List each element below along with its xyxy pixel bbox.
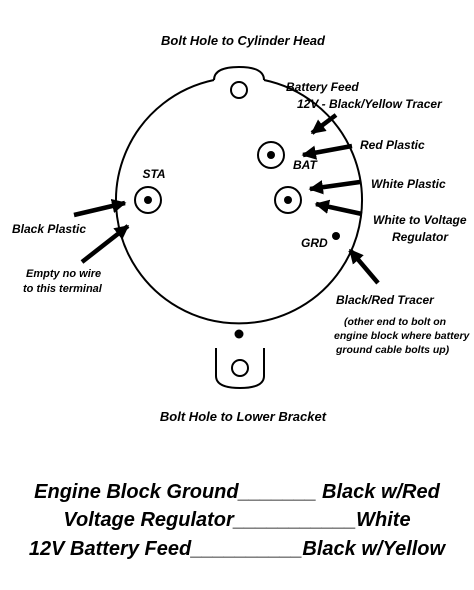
battery-feed-arrow: [310, 113, 338, 135]
bottom-mounting-ear: [215, 348, 265, 390]
title-top: Bolt Hole to Cylinder Head: [161, 33, 326, 48]
red-plastic-label: Red Plastic: [360, 138, 425, 152]
red-plastic-arrow: [301, 143, 353, 160]
black-plastic-label: Black Plastic: [12, 222, 86, 236]
alternator-housing: [115, 65, 363, 390]
empty-terminal-label: Empty no wire: [26, 268, 101, 280]
white-to-vr-label-2: Regulator: [392, 230, 449, 244]
white-to-vr-label: White to Voltage: [373, 213, 467, 227]
grd-label: GRD: [301, 236, 328, 250]
battery-feed-wire-label: 12V - Black/Yellow Tracer: [297, 97, 443, 111]
white-plastic-arrow: [308, 179, 361, 195]
white-to-vr-arrow: [314, 199, 363, 217]
empty-terminal-label-2: to this terminal: [23, 283, 103, 295]
white-plastic-label: White Plastic: [371, 177, 446, 191]
white-terminal: [274, 186, 302, 214]
ground-note-line-1: (other end to bolt on: [344, 316, 446, 328]
legend-line-battery: 12V Battery Feed__________Black w/Yellow: [29, 538, 447, 560]
bat-terminal: [257, 141, 285, 169]
grd-terminal-dot: [332, 232, 340, 240]
battery-feed-label: Battery Feed: [286, 80, 359, 94]
wire-legend: Engine Block Ground_______ Black w/Red V…: [29, 481, 447, 560]
ground-arrow: [348, 248, 380, 285]
legend-line-ground: Engine Block Ground_______ Black w/Red: [34, 481, 440, 503]
bat-label: BAT: [293, 158, 318, 172]
top-bolt-hole: [230, 81, 248, 99]
ground-note-line-3: ground cable bolts up): [335, 344, 450, 356]
black-red-tracer-label: Black/Red Tracer: [336, 293, 435, 307]
top-mounting-ear: [213, 65, 265, 81]
legend-line-regulator: Voltage Regulator___________White: [63, 509, 410, 531]
empty-terminal-arrow: [80, 224, 130, 264]
sta-terminal: [134, 186, 162, 214]
bottom-bolt-hole: [231, 359, 249, 377]
title-bottom: Bolt Hole to Lower Bracket: [160, 409, 327, 424]
sta-label: STA: [142, 167, 165, 181]
black-plastic-arrow: [73, 198, 127, 218]
callout-arrows: [73, 113, 380, 285]
ground-note-line-2: engine block where battery: [334, 330, 471, 342]
housing-dot: [234, 329, 244, 339]
